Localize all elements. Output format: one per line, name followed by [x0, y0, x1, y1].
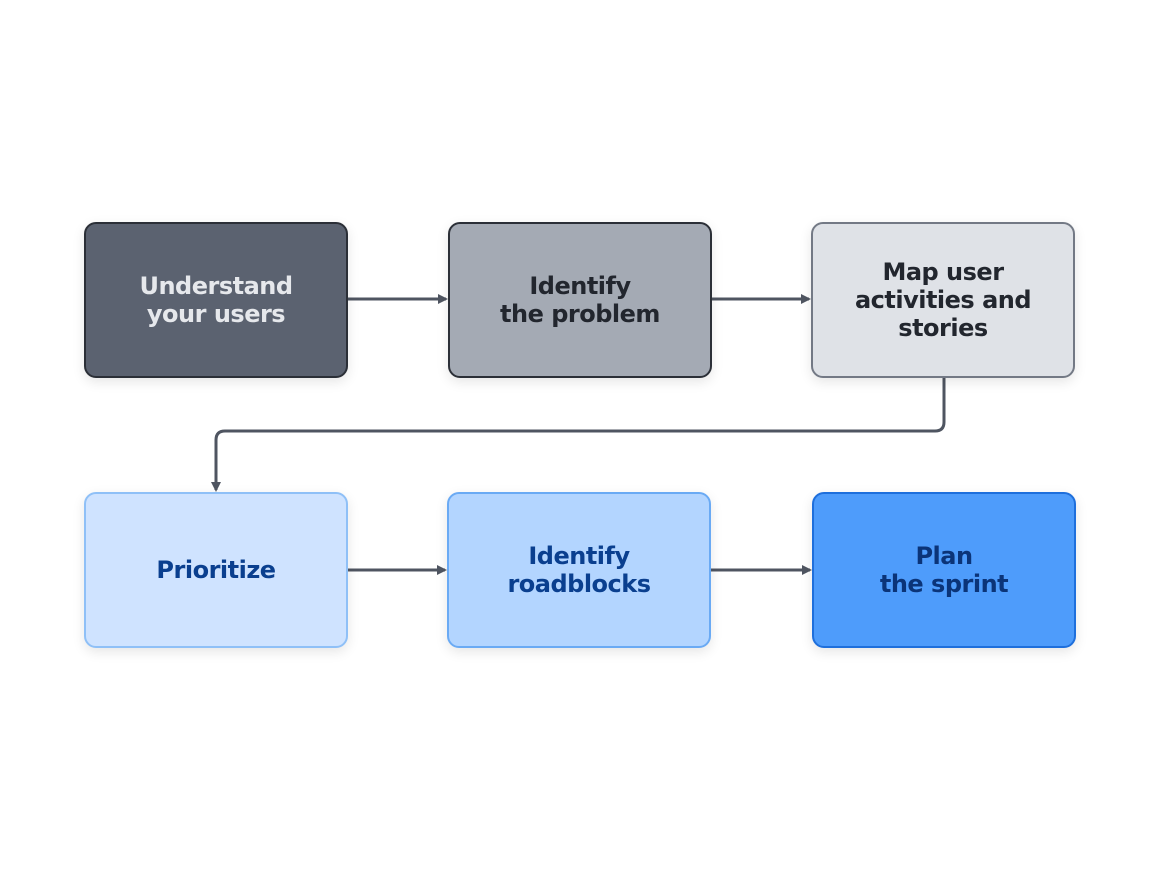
step-prioritize: Prioritize	[84, 492, 348, 648]
step-label: Map user activities and stories	[854, 258, 1032, 342]
step-identify-roadblocks: Identify roadblocks	[447, 492, 711, 648]
step-label: Understand your users	[139, 272, 293, 328]
step-label: Identify roadblocks	[507, 542, 651, 598]
arrow-3-to-4	[211, 378, 946, 492]
step-understand-users: Understand your users	[84, 222, 348, 378]
step-plan-sprint: Plan the sprint	[812, 492, 1076, 648]
step-label: Identify the problem	[500, 272, 660, 328]
step-map-user-activities: Map user activities and stories	[811, 222, 1075, 378]
step-label: Prioritize	[156, 556, 276, 584]
step-identify-problem: Identify the problem	[448, 222, 712, 378]
step-label: Plan the sprint	[879, 542, 1009, 598]
